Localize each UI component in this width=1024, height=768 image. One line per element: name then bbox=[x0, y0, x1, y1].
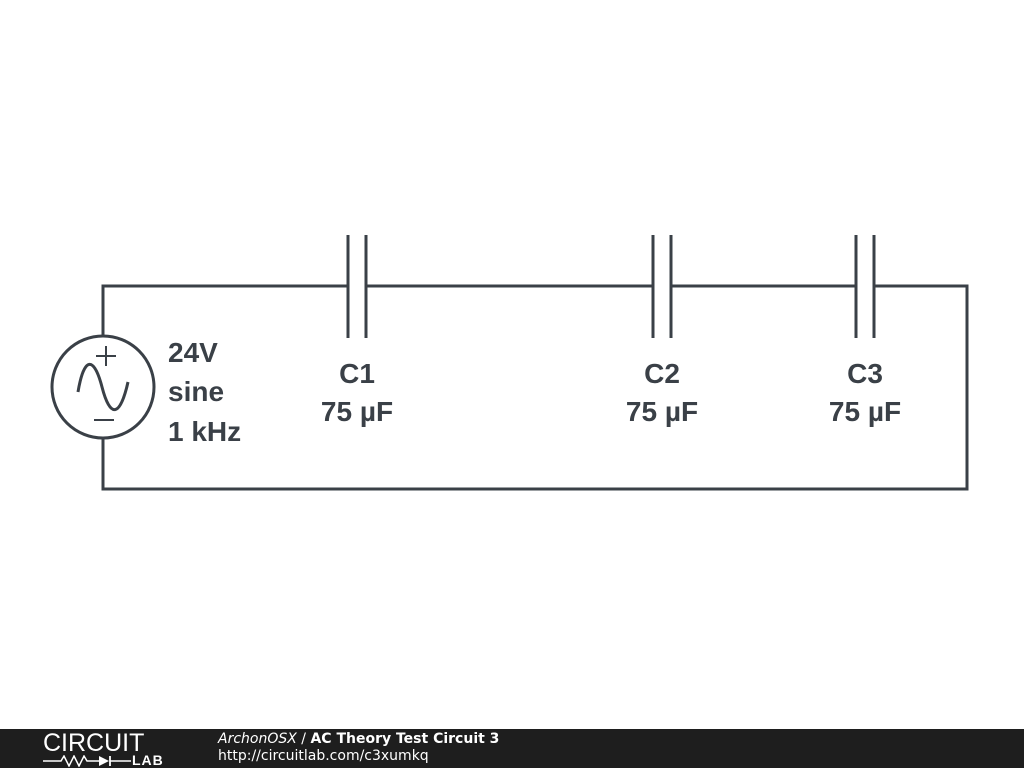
capacitor-c3[interactable]: C3 75 µF bbox=[829, 235, 901, 427]
circuit-title: AC Theory Test Circuit 3 bbox=[310, 731, 500, 747]
logo-wordmark-bottom: LAB bbox=[132, 752, 164, 768]
c1-value-label: 75 µF bbox=[321, 396, 393, 427]
footer-bar: CIRCUIT LAB ArchonOSX / AC Theory Test C… bbox=[0, 729, 1024, 768]
source-circle bbox=[50, 334, 156, 440]
logo-wordmark-top: CIRCUIT bbox=[43, 729, 145, 757]
source-amplitude-label: 24V bbox=[168, 337, 218, 368]
sine-wave-icon bbox=[76, 362, 130, 412]
footer-title-line: ArchonOSX / AC Theory Test Circuit 3 bbox=[218, 731, 499, 748]
logo-circuit-symbols-icon bbox=[43, 755, 131, 767]
capacitor-c1[interactable]: C1 75 µF bbox=[321, 235, 393, 427]
source-waveform-label: sine bbox=[168, 376, 224, 407]
c3-name-label: C3 bbox=[847, 358, 883, 389]
author-link[interactable]: ArchonOSX bbox=[218, 731, 297, 747]
c1-name-label: C1 bbox=[339, 358, 375, 389]
circuit-url-link[interactable]: http://circuitlab.com/c3xumkq bbox=[218, 748, 429, 764]
footer-info: ArchonOSX / AC Theory Test Circuit 3 htt… bbox=[218, 731, 499, 765]
ac-voltage-source[interactable]: 24V sine 1 kHz bbox=[50, 334, 241, 447]
title-separator: / bbox=[296, 731, 311, 747]
capacitor-c2[interactable]: C2 75 µF bbox=[626, 235, 698, 427]
source-frequency-label: 1 kHz bbox=[168, 416, 241, 447]
plus-sign-icon bbox=[96, 346, 116, 366]
circuitlab-logo[interactable]: CIRCUIT LAB bbox=[40, 731, 180, 767]
c3-value-label: 75 µF bbox=[829, 396, 901, 427]
c2-value-label: 75 µF bbox=[626, 396, 698, 427]
c2-name-label: C2 bbox=[644, 358, 680, 389]
circuit-schematic: C1 75 µF C2 75 µF C3 75 µF 24V sine 1 kH… bbox=[50, 235, 969, 491]
